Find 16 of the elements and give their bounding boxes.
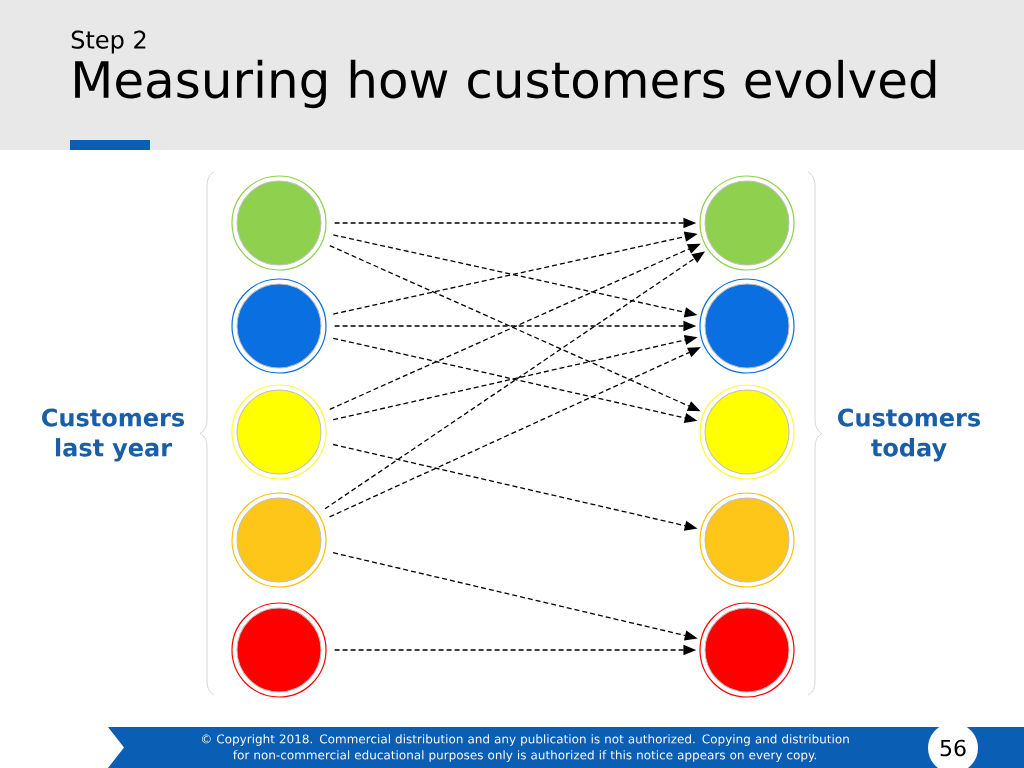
group-label: Customers last year — [42, 408, 185, 462]
customer-circle — [231, 384, 327, 480]
customer-circle — [231, 602, 327, 698]
customer-circle — [699, 602, 795, 698]
subtitle: Step 2 — [71, 30, 146, 54]
page-number: 56 — [928, 723, 978, 768]
title: Measuring how customers evolved — [75, 59, 936, 109]
customer-circle — [231, 492, 327, 588]
customer-circle — [699, 384, 795, 480]
customer-circle — [699, 492, 795, 588]
customer-circle — [231, 175, 327, 271]
copyright-notice: © Copyright 2018. Commercial distribution and any publication is not authorized. Copying and distribution for non-commercial educational purposes only is authorized if this notice appears on every copy. — [201, 734, 849, 762]
customer-circle — [699, 175, 795, 271]
customer-circle — [699, 278, 795, 374]
group-label: Customers today — [838, 408, 981, 462]
customer-circle — [231, 278, 327, 374]
